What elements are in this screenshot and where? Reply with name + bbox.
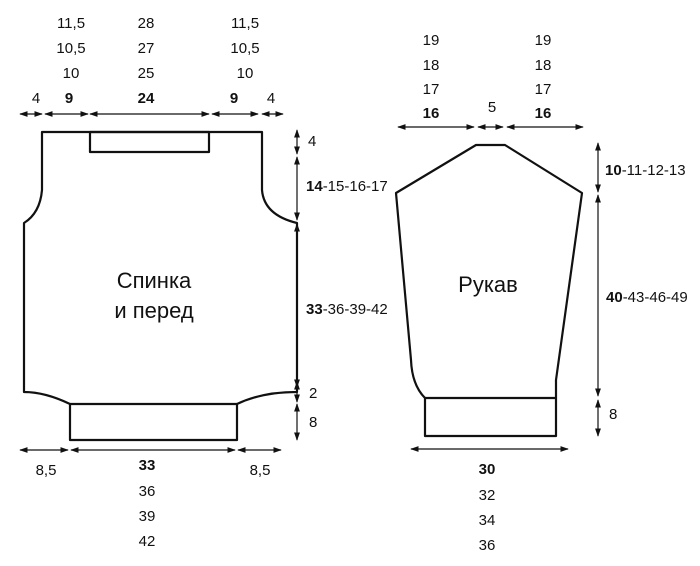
label-neck-alt-1: 28 <box>138 15 155 32</box>
sleeve-title: Рукав <box>458 272 518 297</box>
label-bottom-width-alt-2: 39 <box>139 508 156 525</box>
label-rib: 8 <box>309 414 317 431</box>
label-hip: 2 <box>309 385 317 402</box>
label-shoulder-left-alt-3: 10 <box>63 65 80 82</box>
label-neck-alt-3: 25 <box>138 65 155 82</box>
sleeve-outline <box>394 143 584 438</box>
label-bottom-width-alt-3: 42 <box>139 533 156 550</box>
label-body-bold: 33 <box>306 301 323 318</box>
label-sleeve-left-alt-1: 19 <box>423 32 440 49</box>
label-body: 33-36-39-42 <box>306 301 388 318</box>
label-sleeve-cap-bold: 10 <box>605 162 622 179</box>
back-front-outline <box>22 130 299 442</box>
label-sleeve-right-alt-3: 17 <box>535 81 552 98</box>
label-sleeve-left-alt-3: 17 <box>423 81 440 98</box>
label-sleeve-bottom-alt-1: 32 <box>479 487 496 504</box>
label-bottom-left: 8,5 <box>36 462 57 479</box>
label-sleeve-right-alt-1: 19 <box>535 32 552 49</box>
back-front-title-line1: Спинка <box>117 268 192 293</box>
label-sleeve-bottom-alt-3: 36 <box>479 537 496 554</box>
label-neck-depth: 4 <box>308 133 316 150</box>
label-bottom-width-alt-1: 36 <box>139 483 156 500</box>
label-bottom-right: 8,5 <box>250 462 271 479</box>
label-armhole-bold: 14 <box>306 178 323 195</box>
label-sleeve-length-bold: 40 <box>606 289 623 306</box>
label-neck: 24 <box>138 90 155 107</box>
label-shoulder-left: 9 <box>65 90 73 107</box>
label-sleeve-cap: 10-11-12-13 <box>605 162 686 179</box>
label-sleeve-cap-rest: -11-12-13 <box>622 162 686 179</box>
label-bottom-width: 33 <box>139 457 156 474</box>
label-sleeve-length-rest: -43-46-49 <box>623 289 688 306</box>
label-body-rest: -36-39-42 <box>323 301 388 318</box>
back-front-title-line2: и перед <box>114 298 194 323</box>
label-shoulder-right-alt-2: 10,5 <box>230 40 259 57</box>
label-armhole: 14-15-16-17 <box>306 178 388 195</box>
label-shoulder-left-alt-2: 10,5 <box>56 40 85 57</box>
label-sleeve-right-alt-2: 18 <box>535 57 552 74</box>
label-left-edge: 4 <box>32 90 40 107</box>
label-sleeve-middle: 5 <box>488 99 496 116</box>
label-sleeve-left-alt-2: 18 <box>423 57 440 74</box>
label-sleeve-right: 16 <box>535 105 552 122</box>
label-shoulder-right-alt-1: 11,5 <box>231 15 259 32</box>
label-sleeve-bottom-alt-2: 34 <box>479 512 496 529</box>
neckline <box>88 130 211 154</box>
label-sleeve-left: 16 <box>423 105 440 122</box>
label-shoulder-right: 9 <box>230 90 238 107</box>
label-shoulder-right-alt-3: 10 <box>237 65 254 82</box>
sleeve-piece: Рукав 19 18 17 16 5 19 18 17 16 10-11-12… <box>394 32 688 554</box>
label-shoulder-left-alt-1: 11,5 <box>57 15 85 32</box>
label-neck-alt-2: 27 <box>138 40 155 57</box>
label-right-edge: 4 <box>267 90 275 107</box>
label-sleeve-length: 40-43-46-49 <box>606 289 688 306</box>
label-sleeve-bottom: 30 <box>479 461 496 478</box>
label-sleeve-rib: 8 <box>609 406 617 423</box>
label-armhole-rest: -15-16-17 <box>323 178 388 195</box>
back-front-piece: Спинка и перед 4 11,5 10,5 10 9 28 27 25… <box>19 15 388 550</box>
